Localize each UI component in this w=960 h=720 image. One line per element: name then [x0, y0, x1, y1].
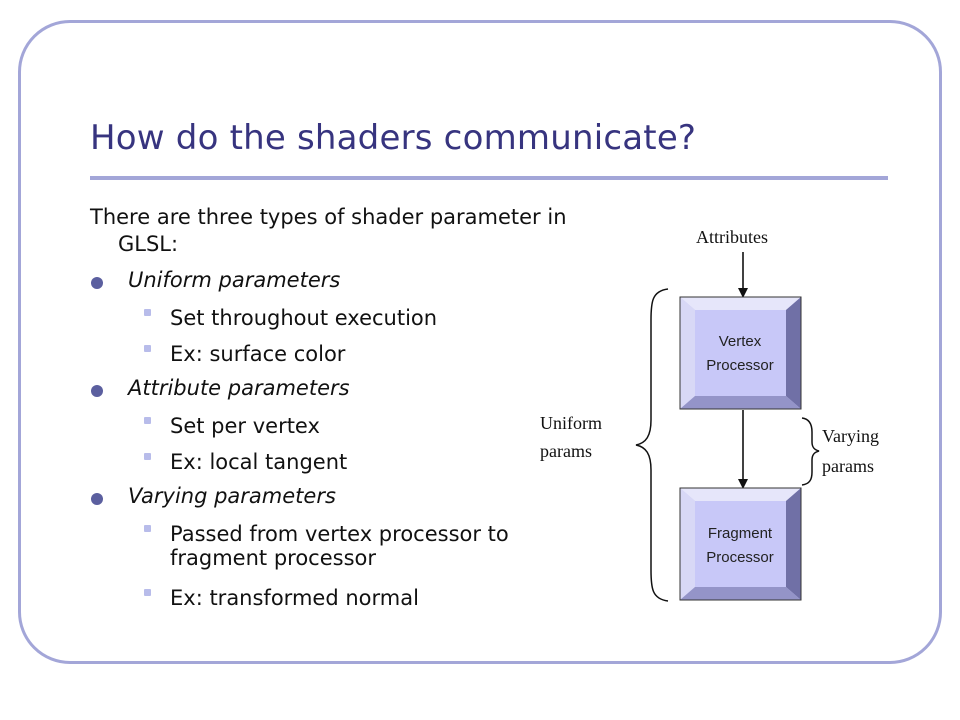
sub-bullet — [144, 589, 151, 596]
fragment-processor-box: Fragment Processor — [679, 487, 802, 601]
fragment-label-line1: Fragment — [708, 525, 773, 542]
slide-frame — [18, 20, 942, 664]
sub-item: Ex: surface color — [170, 342, 346, 366]
sub-item: Ex: local tangent — [170, 450, 348, 474]
sub-item: Set throughout execution — [170, 306, 438, 330]
bullet-dot — [91, 385, 103, 397]
intro-text: There are three types of shader paramete… — [90, 205, 567, 256]
sub-item: Passed from vertex processor to fragment… — [170, 522, 509, 570]
slide-title: How do the shaders communicate? — [90, 118, 697, 158]
sub-bullet — [144, 309, 151, 316]
vertex-label-line2: Processor — [706, 357, 774, 374]
attributes-label: Attributes — [696, 227, 768, 247]
uniform-label-line1: Uniform — [540, 413, 602, 433]
bullet-dot — [91, 493, 103, 505]
varying-label-line2: params — [822, 456, 874, 476]
fragment-label-line2: Processor — [706, 549, 774, 566]
sub-bullet — [144, 417, 151, 424]
sub-item: Set per vertex — [170, 414, 320, 438]
bullet-dot — [91, 277, 103, 289]
varying-brace — [801, 417, 820, 486]
uniform-label-line2: params — [540, 441, 592, 461]
sub-item: Ex: transformed normal — [170, 586, 419, 610]
vertex-processor-box: Vertex Processor — [679, 296, 802, 410]
section-heading: Attribute parameters — [128, 376, 350, 400]
sub-bullet — [144, 525, 151, 532]
section-heading: Uniform parameters — [128, 268, 341, 292]
uniform-brace — [635, 288, 669, 602]
sub-bullet — [144, 345, 151, 352]
section-heading: Varying parameters — [128, 484, 336, 508]
sub-bullet — [144, 453, 151, 460]
varying-label-line1: Varying — [822, 426, 879, 446]
vertex-label-line1: Vertex — [719, 333, 762, 350]
title-divider — [90, 176, 888, 180]
